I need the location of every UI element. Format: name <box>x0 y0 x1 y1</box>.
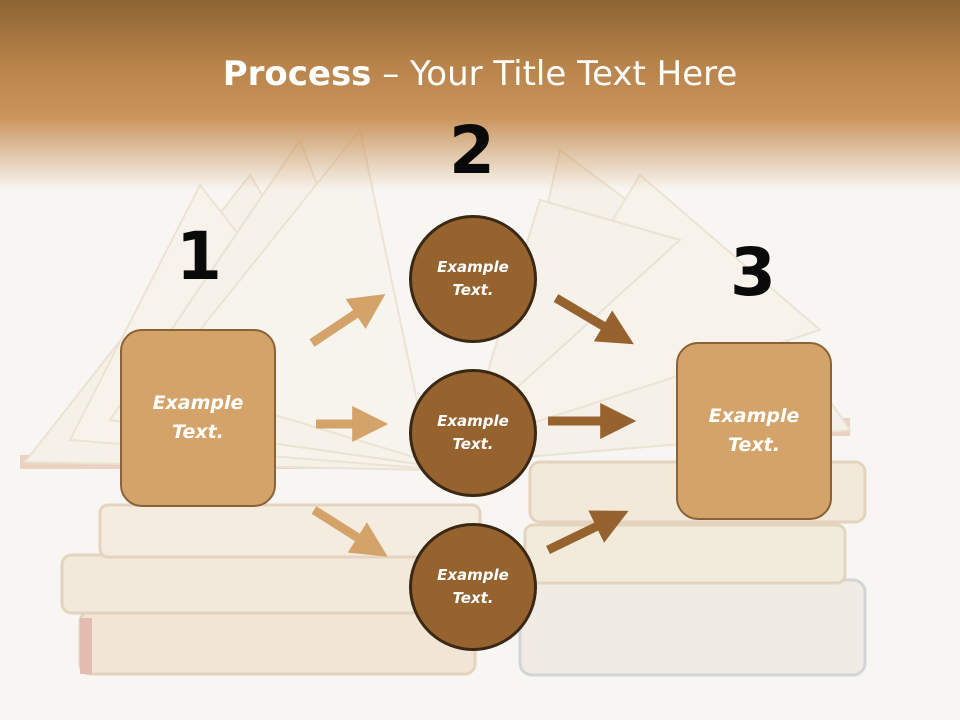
step-2-circle-bottom[interactable]: Example Text. <box>409 523 537 651</box>
title-bold-part: Process <box>222 54 372 94</box>
step-2-text-middle: Example Text. <box>437 412 509 453</box>
step-number-1: 1 <box>176 218 222 295</box>
title-banner <box>0 0 960 190</box>
slide-title[interactable]: Process – Your Title Text Here <box>0 52 960 96</box>
step-1-box[interactable]: Example Text. <box>120 329 276 507</box>
step-2-circle-middle[interactable]: Example Text. <box>409 369 537 497</box>
title-rest: – Your Title Text Here <box>371 54 738 94</box>
step-2-text-top: Example Text. <box>437 258 509 299</box>
step-2-text-bottom: Example Text. <box>437 566 509 607</box>
step-3-box[interactable]: Example Text. <box>676 342 832 520</box>
arrow-1-to-2a <box>309 294 386 347</box>
step-number-3: 3 <box>730 234 776 311</box>
step-1-text: Example Text. <box>152 392 244 443</box>
step-2-circle-top[interactable]: Example Text. <box>409 215 537 343</box>
arrow-1-to-2c <box>311 506 388 557</box>
step-number-2: 2 <box>449 112 495 189</box>
step-3-text: Example Text. <box>708 405 800 456</box>
arrow-2a-to-3 <box>553 294 634 345</box>
arrow-2c-to-3 <box>546 510 629 555</box>
